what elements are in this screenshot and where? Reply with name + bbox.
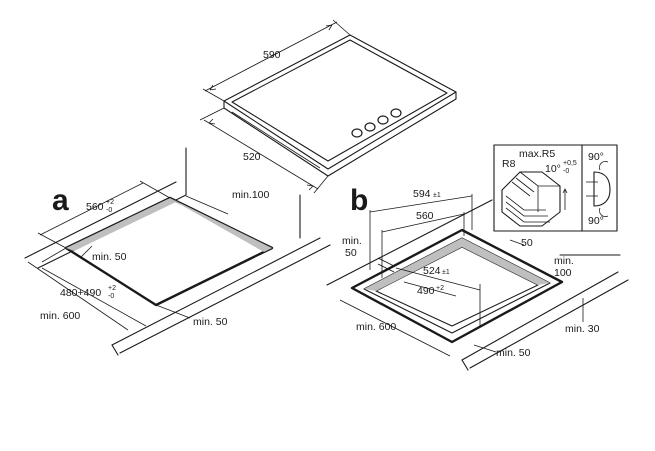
panel-b-front-clearance: min. 50 [496,347,531,359]
hob-width-dimension [202,19,351,102]
panel-a-cut-width-tol: +2 [106,199,114,206]
detail-angle-bottom: 90° [588,215,604,227]
panel-b-inner-depth-tol: ±1 [442,269,450,276]
detail-radius-small: R8 [502,158,516,170]
panel-a-front-clearance: min. 50 [92,251,127,263]
panel-a-side-clearance: min. 50 [193,316,228,328]
panel-b-cut-depth-tol: +2 [436,285,444,292]
panel-b-dimensions [339,194,584,357]
panel-b-left-clearance-1: min. [342,235,362,247]
panel-b-cut-depth: 490 [417,285,435,297]
panel-a-label: a [52,184,69,217]
panel-b-wall-clearance-2: 100 [554,267,572,279]
hob-drawing [199,19,457,194]
detail-radius-max: max.R5 [519,148,555,160]
panel-b-top-width: 594 [413,188,431,200]
panel-b-top-width-tol: ±1 [433,192,441,199]
hob-depth-label: 520 [243,151,261,163]
panel-b-step: 50 [521,237,533,249]
panel-a-drawing [24,147,331,356]
panel-b-wall-clearance-1: min. [554,255,574,267]
panel-b-inner-depth: 524 [423,265,441,277]
panel-a-wall-clearance: min.100 [232,189,270,201]
detail-angle-tol-low: -0 [563,168,569,175]
panel-b-label: b [350,184,368,217]
panel-b-left-clearance-2: 50 [345,247,357,259]
panel-a-cut-width-tol-low: -0 [106,207,112,214]
panel-b-inner-width: 560 [416,210,434,222]
panel-a-cut-depth-tol-low: -0 [108,293,114,300]
detail-inset [493,144,618,232]
panel-a-cut-depth-label: 480+490 [60,287,101,299]
panel-b-drawing [326,194,629,371]
detail-angle-top: 90° [588,151,604,163]
panel-a-dimensions [27,180,229,331]
panel-b-worktop-depth: min. 600 [356,321,396,333]
panel-a-cut-depth-tol: +2 [108,285,116,292]
control-knobs [351,108,402,138]
hob-width-label: 590 [263,49,281,61]
detail-angle-tol-up: +0,5 [563,160,577,167]
panel-a-cut-width-label: 560 [86,201,104,213]
panel-a-worktop-depth: min. 600 [40,310,80,322]
detail-angle: 10° [545,163,561,175]
hob-depth-dimension [199,107,329,194]
panel-b-side-clearance: min. 30 [565,323,600,335]
